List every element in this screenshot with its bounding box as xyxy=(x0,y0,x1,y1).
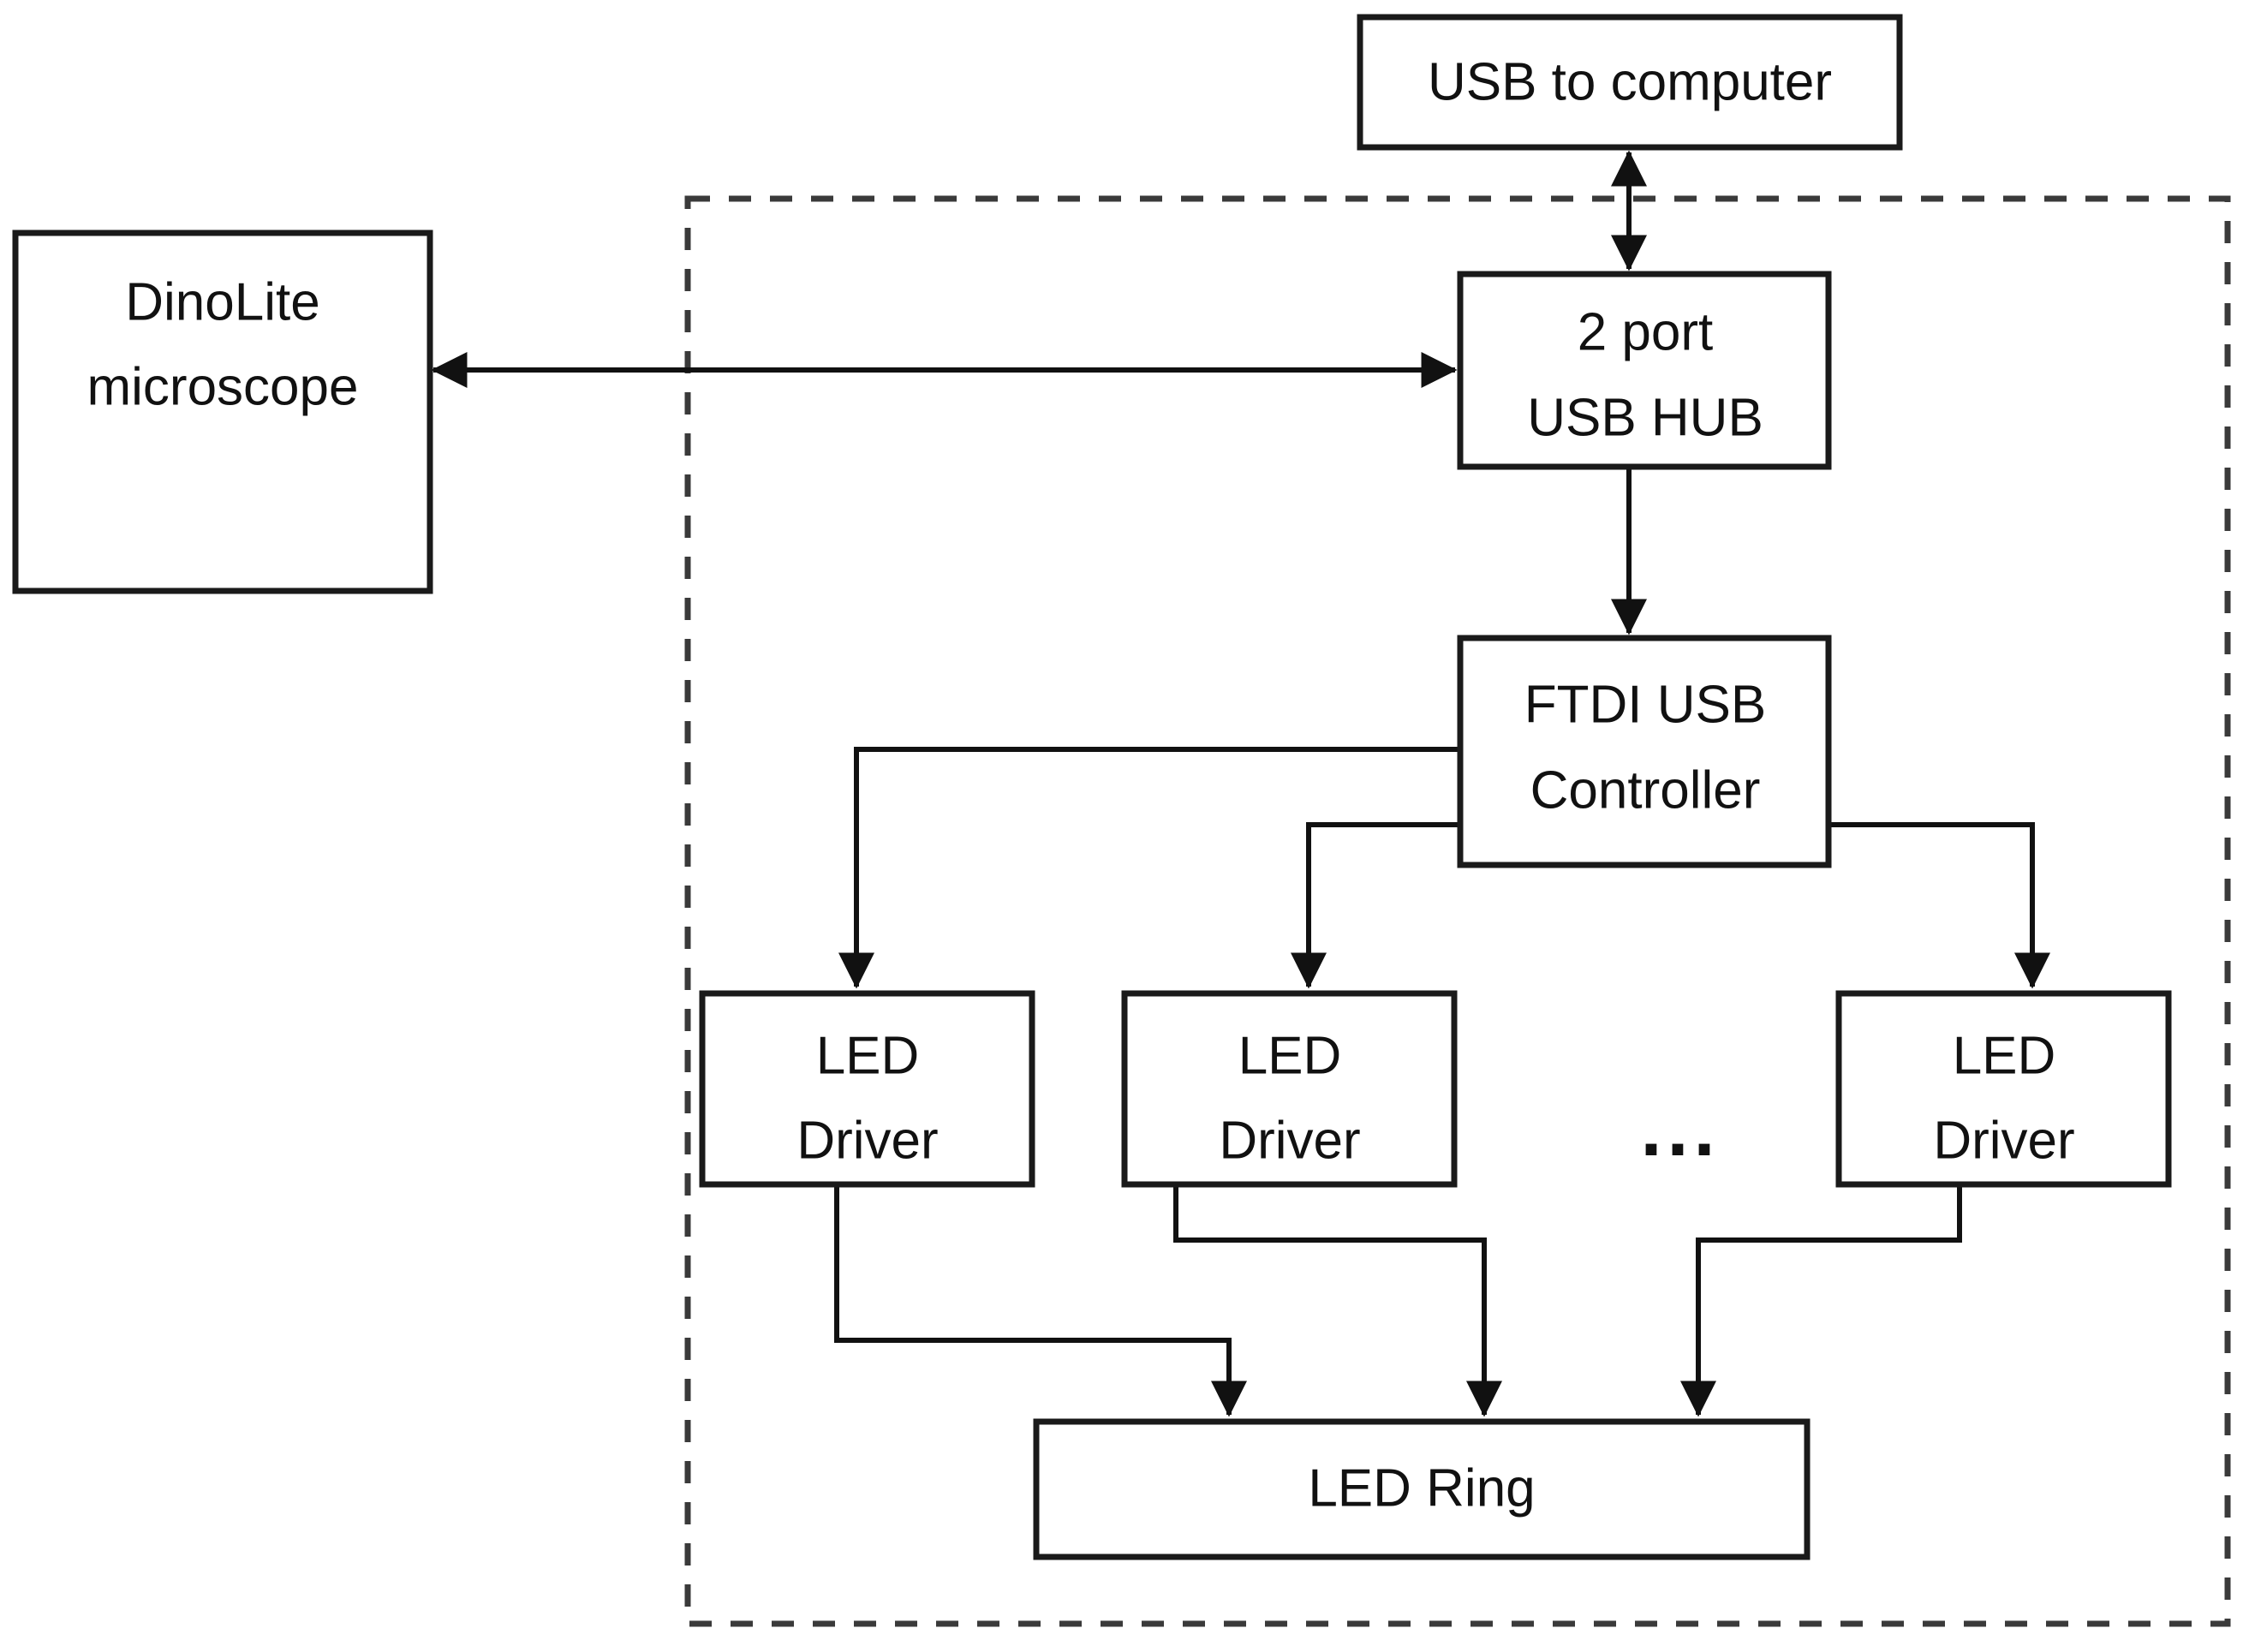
node-usb-hub[interactable]: 2 port USB HUB xyxy=(1457,271,1832,470)
led-ring-box[interactable] xyxy=(1033,1418,1811,1560)
dinolite-microscope-label-line2: microscope xyxy=(87,357,359,416)
usb-to-computer-box[interactable] xyxy=(1357,14,1903,151)
dinolite-microscope-box[interactable] xyxy=(12,230,433,594)
led-ring-label: LED Ring xyxy=(1308,1458,1535,1518)
edge-ftdi-to-led-driver-n xyxy=(1828,822,2050,989)
node-ftdi-usb-controller[interactable]: FTDI USB Controller xyxy=(1457,635,1832,868)
node-dinolite-microscope[interactable]: DinoLite microscope xyxy=(12,230,433,594)
edge-led-driver-n-to-led-ring xyxy=(1680,1184,1962,1417)
edge-ftdi-to-led-driver-2 xyxy=(1291,822,1460,989)
led-driver-2-label-line1: LED xyxy=(1238,1026,1342,1085)
usb-hub-label-line2: USB HUB xyxy=(1527,388,1763,447)
led-driver-n-label-line2: Driver xyxy=(1933,1111,2074,1170)
node-led-driver-n[interactable]: LED Driver xyxy=(1835,990,2172,1188)
usb-to-computer-label: USB to computer xyxy=(1428,52,1832,111)
dinolite-microscope-label-line1: DinoLite xyxy=(125,272,319,331)
ftdi-usb-controller-label-line1: FTDI USB xyxy=(1524,675,1766,734)
node-usb-to-computer[interactable]: USB to computer xyxy=(1357,14,1903,151)
edge-ftdi-to-led-driver-1 xyxy=(838,747,1460,989)
led-driver-1-label-line2: Driver xyxy=(796,1111,938,1170)
edge-led-driver-1-to-led-ring xyxy=(834,1184,1247,1417)
led-driver-2-box[interactable] xyxy=(1121,990,1458,1188)
led-driver-n-label-line1: LED xyxy=(1953,1026,2056,1085)
usb-hub-label-line1: 2 port xyxy=(1578,302,1714,361)
led-driver-1-box[interactable] xyxy=(699,990,1035,1188)
led-driver-1-label-line1: LED xyxy=(816,1026,920,1085)
ftdi-usb-controller-label-line2: Controller xyxy=(1530,760,1761,820)
node-led-driver-2[interactable]: LED Driver xyxy=(1121,990,1458,1188)
led-driver-n-box[interactable] xyxy=(1835,990,2172,1188)
ftdi-usb-controller-box[interactable] xyxy=(1457,635,1832,868)
usb-hub-box[interactable] xyxy=(1457,271,1832,470)
node-led-driver-1[interactable]: LED Driver xyxy=(699,990,1035,1188)
node-led-ring[interactable]: LED Ring xyxy=(1033,1418,1811,1560)
ellipsis-more-drivers: ... xyxy=(1640,1087,1720,1172)
led-driver-2-label-line2: Driver xyxy=(1219,1111,1360,1170)
edge-led-driver-2-to-led-ring xyxy=(1173,1184,1502,1417)
